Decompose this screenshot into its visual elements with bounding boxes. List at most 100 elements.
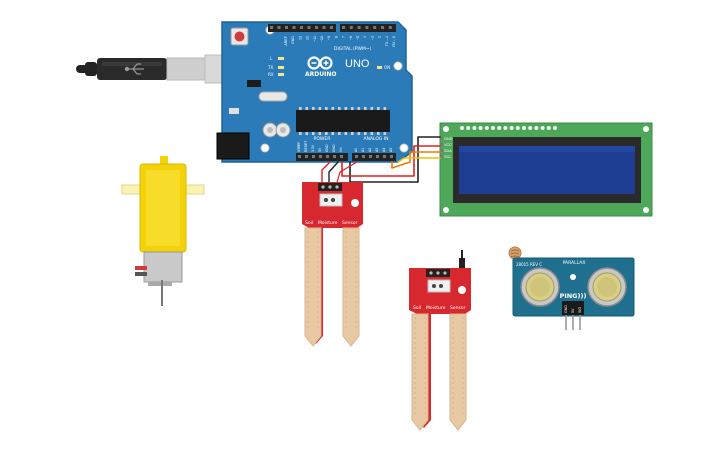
header-hole <box>330 26 333 29</box>
digital-pin-label: GND <box>291 36 295 44</box>
usb-connector-metal <box>166 57 208 81</box>
sensor-probe-right <box>449 313 467 431</box>
digital-pin-label: 13 <box>298 36 302 40</box>
lcd-pad <box>540 126 545 130</box>
ping-rev-text: 28015 REV C <box>516 262 542 267</box>
led-label-rx: RX <box>268 72 274 77</box>
header-hole <box>292 26 296 29</box>
sensor-label-moisture: Moisture <box>318 220 338 226</box>
dc-gear-motor[interactable] <box>121 156 205 306</box>
analog-pin-label: A0 <box>354 148 358 152</box>
chip-pin <box>331 107 335 110</box>
chip-pin <box>344 107 348 110</box>
usb-cable-strain-relief <box>76 65 88 73</box>
lcd-pin[interactable] <box>440 149 443 152</box>
lcd-pin-label: SCL <box>444 155 451 159</box>
sensor-label-soil: Soil <box>413 305 421 311</box>
header-hole <box>342 26 345 29</box>
lcd-pad <box>497 126 502 130</box>
analog-pin-label: A4 <box>382 148 386 152</box>
header-hole <box>312 155 315 158</box>
lcd-pin[interactable] <box>440 137 443 140</box>
digital-pin-label: ~6 <box>349 36 353 40</box>
mounting-hole <box>443 126 449 132</box>
header-hole <box>319 155 322 158</box>
header-hole <box>390 155 393 158</box>
soil-moisture-sensor-2[interactable]: Soil Moisture Sensor <box>409 250 471 431</box>
chip-pin <box>351 107 354 110</box>
header-hole <box>355 155 358 158</box>
mounting-hole <box>570 274 576 280</box>
chip-pin <box>351 132 354 135</box>
ping-model-text: PING))) <box>560 292 587 300</box>
digital-pin-label: 4 <box>363 36 367 38</box>
led-label-tx: TX <box>267 65 273 70</box>
digital-header-label: DIGITAL (PWM~) <box>334 46 372 52</box>
wire-lcd-scl[interactable] <box>397 157 441 163</box>
analog-pin-label: A3 <box>375 148 379 152</box>
sensor-label-moisture: Moisture <box>426 305 446 311</box>
sparkfun-flame-icon <box>458 286 466 294</box>
power-header-label: POWER <box>314 136 331 142</box>
lcd-screen <box>459 146 635 194</box>
photoresistor[interactable] <box>508 246 522 260</box>
lcd-pin[interactable] <box>440 155 443 158</box>
analog-pin-label: A2 <box>368 148 372 152</box>
chip-pin <box>377 107 380 110</box>
analog-pin-label: A5 <box>389 148 393 152</box>
reset-button-cap[interactable] <box>234 31 245 42</box>
header-hole <box>305 155 308 158</box>
chip-pin <box>357 107 361 110</box>
power-pin-label: 3.3V <box>311 144 315 152</box>
usb-cable-end-cap <box>85 62 97 76</box>
digital-pin-label: 7 <box>342 36 346 38</box>
lcd-top-pads <box>460 126 557 130</box>
digital-pin-label: TX→1 <box>385 36 389 46</box>
chip-pin <box>338 132 341 135</box>
ping-pin-label: SIG <box>578 307 582 313</box>
led-l <box>278 57 284 60</box>
ping-header[interactable] <box>562 301 584 315</box>
sensor-label-sensor: Sensor <box>342 220 358 226</box>
digital-pin-label: 12 <box>306 36 310 40</box>
lcd-pad <box>460 126 464 130</box>
power-jack[interactable] <box>216 132 250 160</box>
ping-pin-label: GND <box>564 305 568 313</box>
wire-soil1-sig[interactable] <box>335 161 358 187</box>
mounting-hole <box>643 126 649 132</box>
motor-terminal-black[interactable] <box>135 272 147 276</box>
wire-soil1-vcc[interactable] <box>321 161 331 187</box>
chip-pin <box>325 132 328 135</box>
header-hole <box>383 155 386 158</box>
mounting-hole <box>260 143 270 153</box>
mounting-hole <box>393 61 403 71</box>
chip-pin <box>318 132 322 135</box>
header-hole <box>362 155 365 158</box>
chip-pin <box>357 132 361 135</box>
wire-soil1-gnd[interactable] <box>328 161 339 187</box>
header-holes <box>298 155 393 158</box>
motor-terminal-red[interactable] <box>135 266 147 270</box>
lcd-pad <box>509 126 514 130</box>
lcd-pin[interactable] <box>440 143 443 146</box>
chip-pin <box>312 107 315 110</box>
lcd-pad <box>466 126 471 130</box>
analog-header[interactable] <box>352 153 396 161</box>
mounting-hole <box>643 207 649 213</box>
header-hole <box>381 26 384 29</box>
header-hole <box>388 26 392 29</box>
led-label-l: L <box>270 56 273 61</box>
led-tx <box>278 66 284 69</box>
arduino-brand-text: ARDUINO <box>305 71 336 78</box>
header-hole <box>307 26 311 29</box>
ultrasonic-transducer-right <box>587 267 627 307</box>
wire-lcd-sda[interactable] <box>391 151 441 169</box>
soil-moisture-sensor-1[interactable]: Soil Moisture Sensor <box>302 182 363 347</box>
usb-cable[interactable] <box>76 54 228 84</box>
